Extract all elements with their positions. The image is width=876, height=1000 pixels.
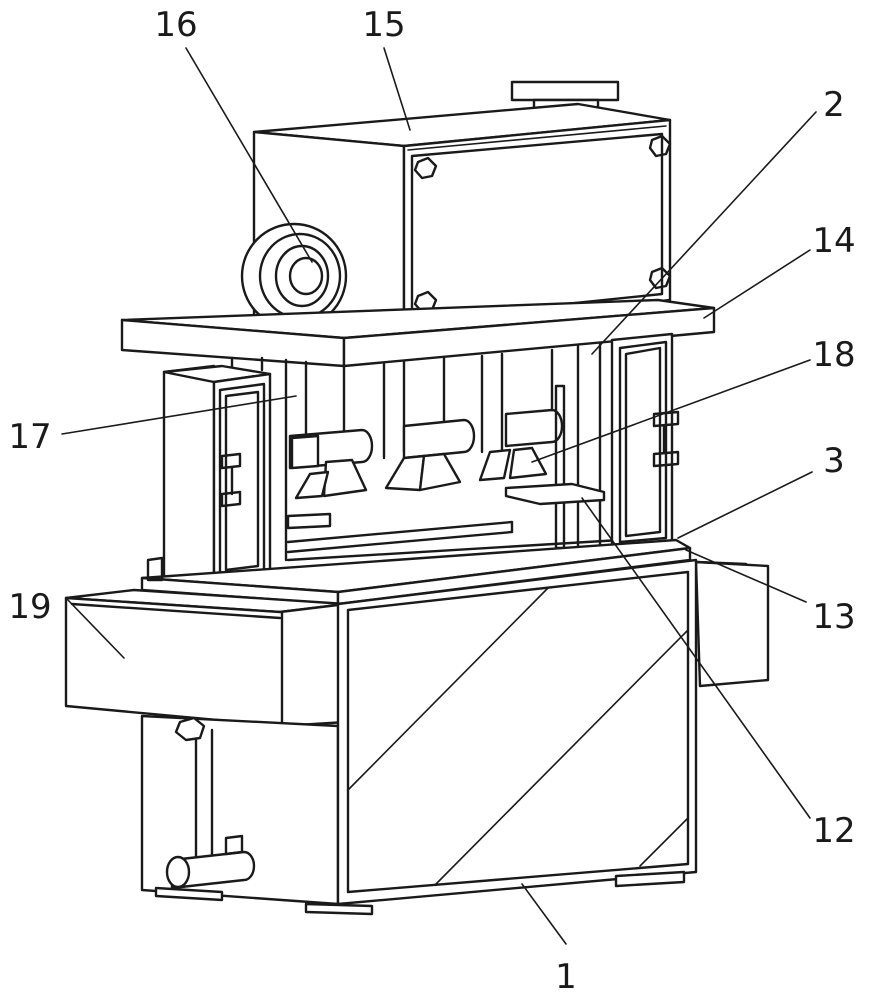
side-tray	[64, 588, 348, 728]
callout-19: 19	[8, 587, 51, 627]
top-cap-plate	[510, 80, 620, 102]
leader-14	[703, 249, 811, 319]
callout-1: 1	[555, 957, 577, 997]
leader-3	[677, 471, 813, 539]
leader-17	[61, 395, 297, 435]
callout-16: 16	[154, 5, 197, 45]
leader-13	[685, 549, 807, 603]
panel-bolts	[413, 134, 672, 314]
right-tray	[694, 560, 770, 688]
callout-2: 2	[823, 85, 845, 125]
callout-14: 14	[812, 221, 855, 261]
callout-15: 15	[362, 5, 405, 45]
leader-lines	[61, 47, 817, 945]
housing-front-face	[402, 118, 672, 332]
callouts: 16 15 2 14 18 17 3 19 13 12 1	[8, 5, 855, 997]
access-panel	[410, 132, 664, 322]
leader-16	[185, 47, 313, 263]
callout-18: 18	[812, 335, 855, 375]
panel-edge	[407, 125, 667, 151]
leader-12	[581, 497, 811, 819]
leader-15	[383, 47, 411, 131]
leader-1	[521, 883, 567, 945]
left-guard-panel	[162, 364, 272, 584]
base-top-plate	[140, 538, 692, 606]
leader-2	[591, 111, 817, 355]
leader-19	[65, 597, 125, 659]
callout-13: 13	[812, 597, 855, 637]
callout-17: 17	[8, 417, 51, 457]
callout-12: 12	[812, 811, 855, 851]
callout-3: 3	[823, 441, 845, 481]
leader-18	[531, 359, 811, 463]
right-guard-panel	[610, 332, 680, 550]
base-cabinet	[140, 558, 698, 916]
